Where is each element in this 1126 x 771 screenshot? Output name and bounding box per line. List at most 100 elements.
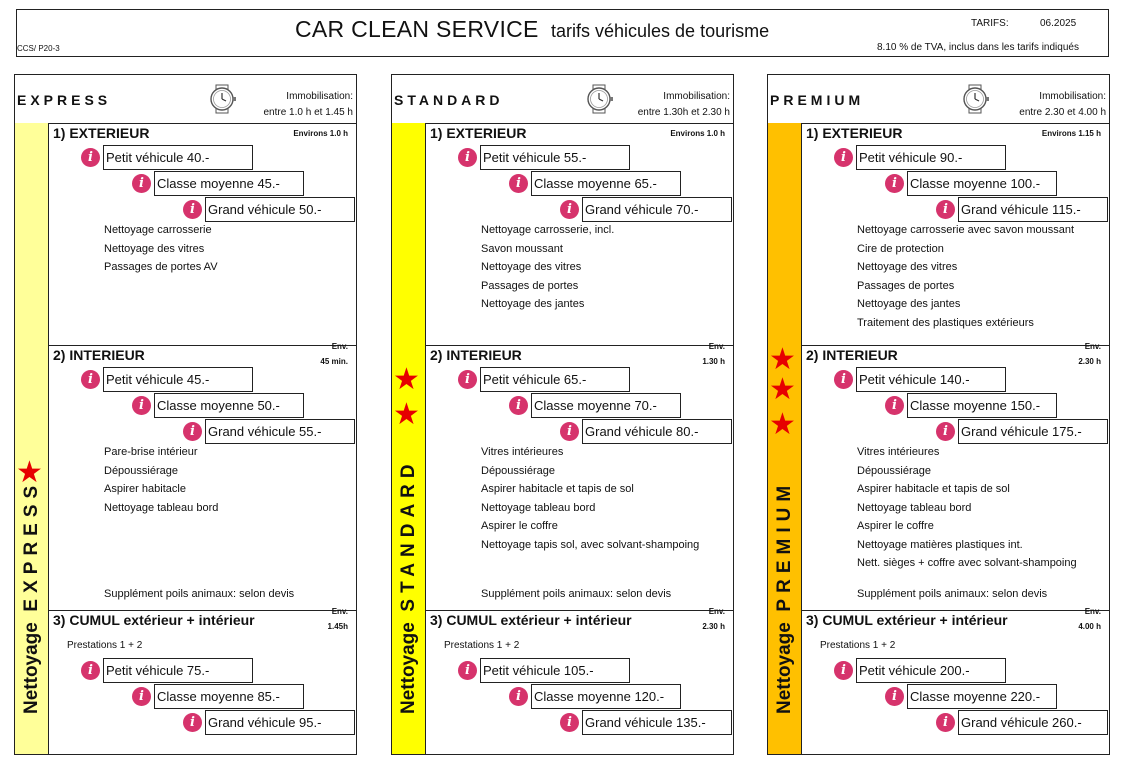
- price-medium-class: Classe moyenne 100.-: [907, 171, 1057, 196]
- info-icon[interactable]: i: [458, 148, 477, 167]
- section-title: 1) EXTERIEUR: [53, 125, 150, 141]
- info-icon[interactable]: i: [183, 200, 202, 219]
- section-duration: Env.4.00 h: [1078, 604, 1101, 634]
- feature-item: Savon moussant: [481, 242, 563, 255]
- info-icon[interactable]: i: [560, 713, 579, 732]
- feature-item: Nettoyage carrosserie, incl.: [481, 224, 615, 236]
- band-prefix: Nettoyage: [397, 622, 419, 714]
- pricing-card: STANDARD Immobilisation: entre 1.30h et …: [391, 74, 734, 755]
- immobilisation: Immobilisation: entre 1.30h et 2.30 h: [638, 89, 730, 121]
- info-icon[interactable]: i: [834, 370, 853, 389]
- card-header: STANDARD Immobilisation: entre 1.30h et …: [392, 75, 733, 124]
- duration-value: 2.30 h: [1078, 357, 1101, 366]
- info-icon[interactable]: i: [132, 687, 151, 706]
- tva-note: 8.10 % de TVA, inclus dans les tarifs in…: [877, 42, 1079, 53]
- feature-item: Passages de portes: [857, 279, 955, 292]
- info-icon[interactable]: i: [183, 422, 202, 441]
- info-icon[interactable]: i: [509, 174, 528, 193]
- star-icon: ★: [393, 363, 420, 396]
- info-icon[interactable]: i: [834, 661, 853, 680]
- info-icon[interactable]: i: [885, 687, 904, 706]
- immobilisation-value: entre 1.30h et 2.30 h: [637, 107, 730, 118]
- watch-icon: [587, 84, 613, 114]
- info-icon[interactable]: i: [458, 661, 477, 680]
- section-title: 2) INTERIEUR: [806, 347, 898, 363]
- feature-item: Nett. sièges + coffre avec solvant-shamp…: [857, 557, 1077, 569]
- info-icon[interactable]: i: [132, 174, 151, 193]
- info-icon[interactable]: i: [509, 687, 528, 706]
- tarifs-label: TARIFS:: [971, 18, 1009, 29]
- band-label: Nettoyage EXPRESS: [21, 480, 43, 714]
- info-icon[interactable]: i: [560, 200, 579, 219]
- price-large-vehicle: Grand véhicule 80.-: [582, 419, 732, 444]
- info-icon[interactable]: i: [183, 713, 202, 732]
- price-small-vehicle: Petit véhicule 55.-: [480, 145, 630, 170]
- immobilisation: Immobilisation: entre 2.30 et 4.00 h: [1019, 89, 1106, 121]
- feature-item: Nettoyage des vitres: [104, 242, 205, 255]
- section-title: 1) EXTERIEUR: [430, 125, 527, 141]
- price-large-vehicle: Grand véhicule 95.-: [205, 710, 355, 735]
- info-icon[interactable]: i: [81, 148, 100, 167]
- section-title: 2) INTERIEUR: [53, 347, 145, 363]
- info-icon[interactable]: i: [81, 370, 100, 389]
- duration-label: Environs 1.0 h: [670, 129, 725, 138]
- star-icon: ★: [16, 456, 43, 489]
- price-large-vehicle: Grand véhicule 50.-: [205, 197, 355, 222]
- feature-item: Nettoyage tableau bord: [481, 501, 596, 514]
- feature-list: Nettoyage carrosserie, incl. Savon moussa…: [481, 221, 614, 314]
- category-band: Nettoyage STANDARD: [392, 123, 426, 754]
- feature-item: Nettoyage des jantes: [481, 298, 585, 310]
- price-medium-class: Classe moyenne 45.-: [154, 171, 304, 196]
- section-divider: [426, 610, 733, 611]
- info-icon[interactable]: i: [936, 422, 955, 441]
- duration-label: Environs 1.0 h: [293, 129, 348, 138]
- section-duration: Env.2.30 h: [702, 604, 725, 634]
- price-large-vehicle: Grand véhicule 55.-: [205, 419, 355, 444]
- price-medium-class: Classe moyenne 220.-: [907, 684, 1057, 709]
- category-band: Nettoyage EXPRESS: [15, 123, 49, 754]
- feature-item: Nettoyage tapis sol, avec solvant-shampo…: [481, 538, 700, 551]
- info-icon[interactable]: i: [458, 370, 477, 389]
- duration-value: 4.00 h: [1078, 622, 1101, 631]
- section-duration: Env.1.30 h: [702, 339, 725, 369]
- feature-item: Dépoussiérage: [857, 464, 931, 477]
- band-label: Nettoyage STANDARD: [398, 458, 420, 714]
- feature-item: Nettoyage matières plastiques int.: [857, 538, 1023, 551]
- duration-value: 45 min.: [320, 357, 348, 366]
- feature-item: Dépoussiérage: [104, 464, 178, 477]
- section-duration: Env. 45 min.: [320, 339, 348, 369]
- info-icon[interactable]: i: [936, 713, 955, 732]
- star-icon: ★: [393, 398, 420, 431]
- section-divider: [49, 345, 356, 346]
- price-large-vehicle: Grand véhicule 175.-: [958, 419, 1108, 444]
- info-icon[interactable]: i: [560, 422, 579, 441]
- price-small-vehicle: Petit véhicule 75.-: [103, 658, 253, 683]
- page-title: CAR CLEAN SERVICE: [295, 16, 539, 42]
- immobilisation-label: Immobilisation:: [286, 91, 353, 102]
- info-icon[interactable]: i: [885, 174, 904, 193]
- price-medium-class: Classe moyenne 65.-: [531, 171, 681, 196]
- duration-label: Env.: [331, 342, 348, 351]
- immobilisation-label: Immobilisation:: [663, 91, 730, 102]
- feature-item: Nettoyage tableau bord: [857, 501, 972, 514]
- immobilisation-value: entre 1.0 h et 1.45 h: [263, 107, 353, 118]
- feature-list: Nettoyage carrosserie avec savon moussan…: [857, 221, 1074, 332]
- info-icon[interactable]: i: [132, 396, 151, 415]
- feature-item: Aspirer habitacle et tapis de sol: [481, 483, 634, 495]
- info-icon[interactable]: i: [834, 148, 853, 167]
- card-name: EXPRESS: [17, 92, 112, 108]
- info-icon[interactable]: i: [885, 396, 904, 415]
- page-subtitle: tarifs véhicules de tourisme: [551, 21, 770, 41]
- header-box: [16, 9, 1109, 57]
- supplement-note: Supplément poils animaux: selon devis: [481, 588, 672, 600]
- tarifs-date: 06.2025: [1040, 18, 1077, 29]
- price-small-vehicle: Petit véhicule 200.-: [856, 658, 1006, 683]
- info-icon[interactable]: i: [509, 396, 528, 415]
- immobilisation-value: entre 2.30 et 4.00 h: [1019, 107, 1106, 118]
- info-icon[interactable]: i: [81, 661, 100, 680]
- feature-item: Nettoyage tableau bord: [104, 501, 219, 514]
- immobilisation-label: Immobilisation:: [1039, 91, 1106, 102]
- price-medium-class: Classe moyenne 50.-: [154, 393, 304, 418]
- info-icon[interactable]: i: [936, 200, 955, 219]
